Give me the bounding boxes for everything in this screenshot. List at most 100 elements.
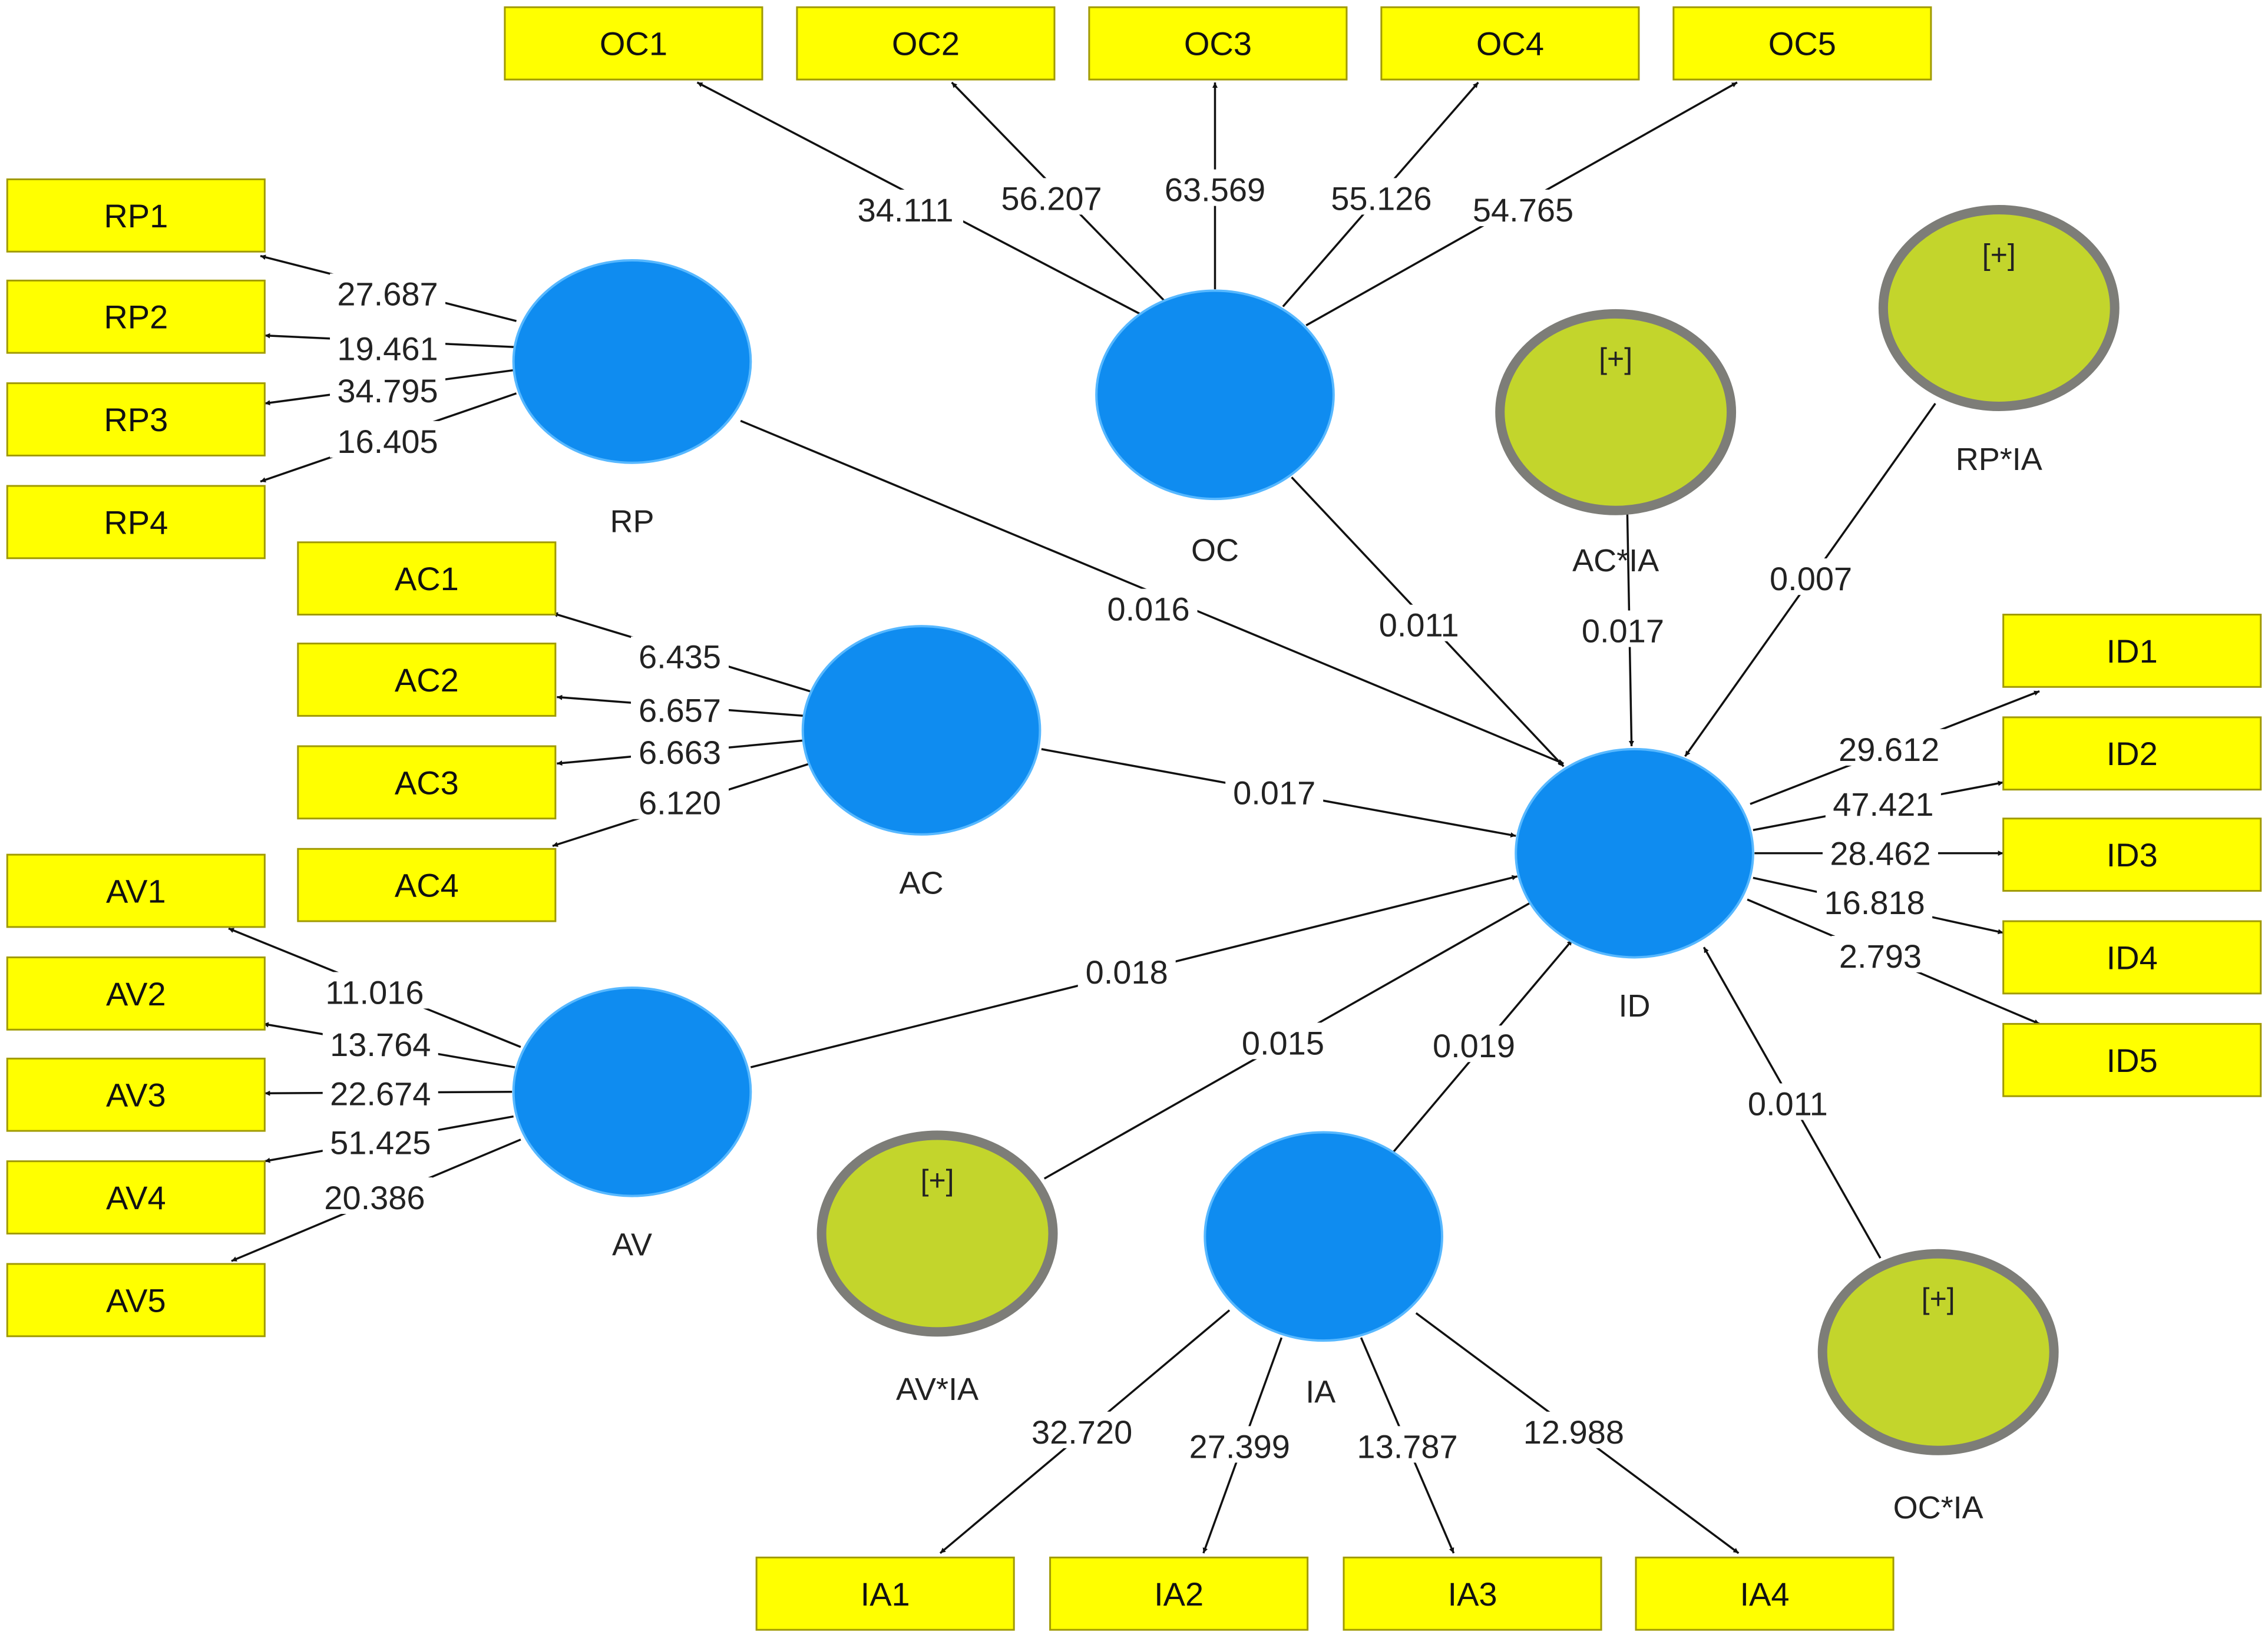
indicator-rp2[interactable]: RP2 <box>6 279 266 354</box>
indicator-oc1[interactable]: OC1 <box>504 6 763 81</box>
loading-value-oc3: 63.569 <box>1157 169 1273 208</box>
expand-marker[interactable]: [+] <box>1599 342 1632 375</box>
indicator-id1[interactable]: ID1 <box>2002 614 2262 688</box>
indicator-label: ID5 <box>2107 1042 2158 1079</box>
indicator-box <box>1635 1556 1895 1631</box>
path-coefficient-rpxia-bg <box>1762 558 1860 595</box>
indicator-oc2[interactable]: OC2 <box>796 6 1056 81</box>
indicator-label: OC5 <box>1768 25 1836 62</box>
loading-value-ac3: 6.663 <box>631 732 729 771</box>
indicator-label: IA2 <box>1154 1576 1204 1613</box>
loading-value-rp3-bg <box>330 370 446 407</box>
indicator-ac4[interactable]: AC4 <box>297 848 557 922</box>
construct-oc[interactable]: OC <box>1095 289 1335 568</box>
indicator-label: ID1 <box>2107 633 2158 670</box>
construct-id[interactable]: ID <box>1515 747 1754 1024</box>
loading-value-oc5-text: 54.765 <box>1473 191 1573 229</box>
construct-ac[interactable]: AC <box>801 625 1042 901</box>
loading-value-ia3-bg <box>1350 1426 1466 1463</box>
indicator-rp1[interactable]: RP1 <box>6 178 266 253</box>
indicator-label: AC3 <box>395 764 459 801</box>
indicator-id2[interactable]: ID2 <box>2002 716 2262 791</box>
indicator-id3[interactable]: ID3 <box>2002 818 2262 892</box>
indicator-av2[interactable]: AV2 <box>6 956 266 1031</box>
indicator-ia2[interactable]: IA2 <box>1049 1556 1309 1631</box>
loading-value-id5: 2.793 <box>1831 935 1929 975</box>
indicator-ac3[interactable]: AC3 <box>297 745 557 820</box>
indicator-box <box>2002 614 2262 688</box>
expand-marker[interactable]: [+] <box>1922 1282 1955 1315</box>
indicator-oc4[interactable]: OC4 <box>1380 6 1640 81</box>
construct-ia[interactable]: IA <box>1204 1131 1443 1410</box>
indicator-rp3[interactable]: RP3 <box>6 382 266 456</box>
indicator-box <box>1380 6 1640 81</box>
indicator-ia1[interactable]: IA1 <box>755 1556 1015 1631</box>
path-coefficient-avxia-text: 0.015 <box>1242 1024 1324 1061</box>
path-coefficient-rp-bg <box>1099 588 1198 625</box>
construct-label: RP <box>610 504 654 540</box>
construct-avxia[interactable]: [+]AV*IA <box>816 1130 1058 1407</box>
path-coefficient-acxia-text: 0.017 <box>1582 613 1664 650</box>
indicator-box <box>297 745 557 820</box>
loading-value-oc1-text: 34.111 <box>858 191 954 229</box>
expand-marker[interactable]: [+] <box>921 1164 954 1197</box>
construct-label: AV <box>612 1227 652 1262</box>
loading-value-av3-bg <box>322 1073 438 1110</box>
construct-av[interactable]: AV <box>512 987 752 1262</box>
indicator-box <box>2002 1022 2262 1097</box>
expand-marker[interactable]: [+] <box>1982 238 2016 271</box>
indicator-id4[interactable]: ID4 <box>2002 920 2262 995</box>
indicator-box <box>504 6 763 81</box>
loading-value-id2-text: 47.421 <box>1833 786 1933 823</box>
latent-circle <box>1095 289 1335 501</box>
construct-label: IA <box>1305 1375 1335 1410</box>
indicator-ia4[interactable]: IA4 <box>1635 1556 1895 1631</box>
indicator-box <box>297 848 557 922</box>
loading-value-av3-text: 22.674 <box>330 1075 431 1112</box>
construct-rpxia[interactable]: [+]RP*IA <box>1878 205 2120 477</box>
indicator-av1[interactable]: AV1 <box>6 853 266 928</box>
indicator-id5[interactable]: ID5 <box>2002 1022 2262 1097</box>
indicator-ac1[interactable]: AC1 <box>297 541 557 616</box>
loading-value-ac4-bg <box>631 782 729 819</box>
indicator-box <box>297 541 557 616</box>
indicator-label: OC3 <box>1184 25 1252 62</box>
construct-label: ID <box>1619 988 1651 1024</box>
indicator-av5[interactable]: AV5 <box>6 1263 266 1338</box>
indicator-label: ID2 <box>2107 735 2158 772</box>
loading-value-av2: 13.764 <box>322 1024 438 1063</box>
loading-value-oc2-text: 56.207 <box>1001 180 1102 217</box>
construct-acxia[interactable]: [+]AC*IA <box>1495 309 1737 578</box>
indicator-label: AV3 <box>106 1077 166 1114</box>
loading-value-rp1: 27.687 <box>330 273 446 312</box>
loading-value-rp3-text: 34.795 <box>337 372 438 409</box>
loading-value-rp2: 19.461 <box>330 328 446 368</box>
indicator-label: RP1 <box>104 197 168 234</box>
indicator-av4[interactable]: AV4 <box>6 1160 266 1234</box>
construct-ocxia[interactable]: [+]OC*IA <box>1817 1249 2059 1525</box>
loading-value-id2: 47.421 <box>1825 784 1941 823</box>
construct-rp[interactable]: RP <box>512 259 752 540</box>
loading-value-id1-bg <box>1831 729 1947 766</box>
path-coefficient-rp: 0.016 <box>1099 588 1198 628</box>
indicator-oc3[interactable]: OC3 <box>1088 6 1348 81</box>
indicator-box <box>1672 6 1932 81</box>
loading-value-ac1-bg <box>631 636 729 673</box>
loading-value-ac1-text: 6.435 <box>639 638 721 676</box>
indicator-av3[interactable]: AV3 <box>6 1057 266 1132</box>
indicator-rp4[interactable]: RP4 <box>6 485 266 560</box>
loading-value-oc5-bg <box>1465 190 1581 227</box>
loading-value-rp4-bg <box>330 421 446 458</box>
indicator-label: RP2 <box>104 299 168 336</box>
path-coefficient-av-text: 0.018 <box>1086 954 1168 991</box>
path-coefficient-oc: 0.011 <box>1370 604 1468 644</box>
indicator-label: AC2 <box>395 661 459 699</box>
loading-value-rp4: 16.405 <box>330 421 446 460</box>
indicator-box <box>6 1160 266 1234</box>
indicator-ia3[interactable]: IA3 <box>1343 1556 1602 1631</box>
indicator-box <box>6 382 266 456</box>
loading-value-oc1: 34.111 <box>848 190 964 229</box>
indicator-oc5[interactable]: OC5 <box>1672 6 1932 81</box>
indicator-ac2[interactable]: AC2 <box>297 643 557 717</box>
